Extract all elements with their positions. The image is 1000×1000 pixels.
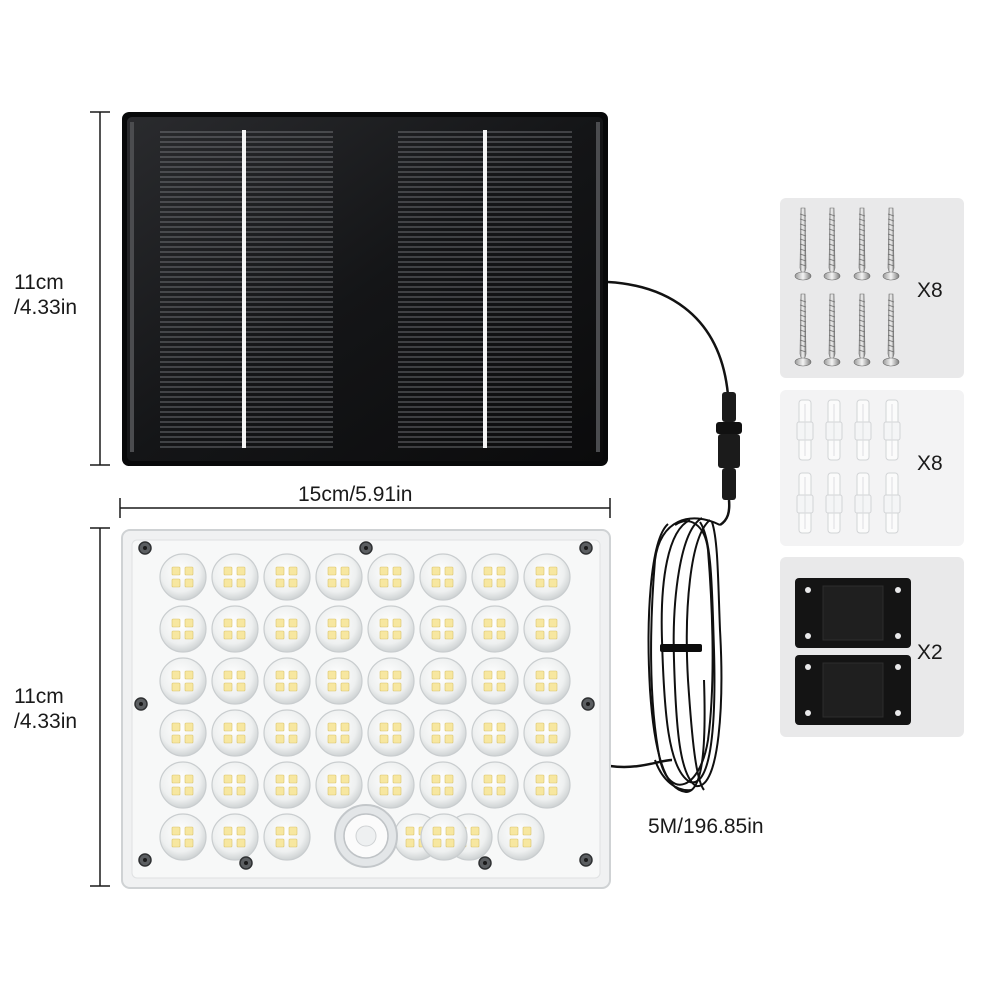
bracket (795, 578, 911, 648)
led-chip (523, 709, 571, 757)
solar-cells (160, 130, 572, 448)
anchor (883, 399, 901, 461)
dimension-lines (90, 111, 611, 887)
led-chip (159, 813, 207, 861)
led-chip (419, 761, 467, 809)
led-chip (471, 761, 519, 809)
led-chip (159, 761, 207, 809)
light-height-in: /4.33in (14, 710, 78, 733)
screw-icon (794, 207, 900, 367)
panel-height-in: /4.33in (14, 296, 78, 319)
light-height-label: 11cm /4.33in (14, 684, 77, 734)
anchor (883, 472, 901, 534)
led-chip (471, 709, 519, 757)
bracket (795, 655, 911, 725)
led-chip (315, 553, 363, 601)
cable-length-label: 5M/196.85in (648, 815, 764, 838)
mounting-holes (134, 541, 595, 870)
panel-height-label: 11cm /4.33in (14, 270, 77, 320)
led-chip (263, 605, 311, 653)
led-chip (159, 605, 207, 653)
led-chip (263, 709, 311, 757)
led-chip (367, 553, 415, 601)
screws-card (780, 198, 964, 378)
led-chip (263, 761, 311, 809)
solar-panel (122, 112, 608, 466)
led-chip (471, 605, 519, 653)
anchor (854, 399, 872, 461)
led-chip (211, 605, 259, 653)
screw (853, 207, 871, 281)
led-chip (497, 813, 545, 861)
cable-connector (716, 392, 742, 500)
screw (823, 293, 841, 367)
screw (794, 207, 812, 281)
panel-height-cm: 11cm (14, 271, 64, 294)
led-chip (315, 605, 363, 653)
screw (853, 293, 871, 367)
led-chip (523, 657, 571, 705)
coiled-cable (647, 517, 723, 794)
cable-tie (660, 644, 702, 652)
led-chip (315, 709, 363, 757)
led-chip (420, 813, 468, 861)
led-chip (523, 553, 571, 601)
led-chip (315, 761, 363, 809)
led-chip (159, 709, 207, 757)
bracket-icon (795, 578, 911, 725)
anchor-icon (796, 399, 901, 534)
width-label: 15cm/5.91in (298, 483, 413, 506)
screw (794, 293, 812, 367)
screw (823, 207, 841, 281)
anchor (825, 399, 843, 461)
led-chip (159, 657, 207, 705)
led-chip (523, 605, 571, 653)
led-chip (367, 709, 415, 757)
motion-sensor-icon (334, 804, 398, 868)
screw (882, 207, 900, 281)
led-chip (367, 761, 415, 809)
led-light (121, 529, 611, 889)
brackets-quantity: X2 (917, 641, 943, 664)
anchor (854, 472, 872, 534)
led-chip (367, 657, 415, 705)
led-chip (159, 553, 207, 601)
led-chip (419, 709, 467, 757)
led-chip (419, 657, 467, 705)
anchor (796, 399, 814, 461)
led-chip (367, 605, 415, 653)
anchor (796, 472, 814, 534)
led-chip (211, 813, 259, 861)
cable (607, 280, 731, 769)
led-chip (523, 761, 571, 809)
led-chip (263, 657, 311, 705)
led-chip (211, 761, 259, 809)
led-chip (419, 553, 467, 601)
anchors-quantity: X8 (917, 452, 943, 475)
led-chip (315, 657, 363, 705)
led-chip (211, 553, 259, 601)
led-chip (471, 657, 519, 705)
screw (882, 293, 900, 367)
led-chip (211, 709, 259, 757)
led-chip (419, 605, 467, 653)
led-array (159, 553, 571, 861)
led-chip (263, 813, 311, 861)
led-chip (211, 657, 259, 705)
screws-quantity: X8 (917, 279, 943, 302)
anchor (825, 472, 843, 534)
led-chip (263, 553, 311, 601)
light-height-cm: 11cm (14, 685, 64, 708)
led-chip (471, 553, 519, 601)
